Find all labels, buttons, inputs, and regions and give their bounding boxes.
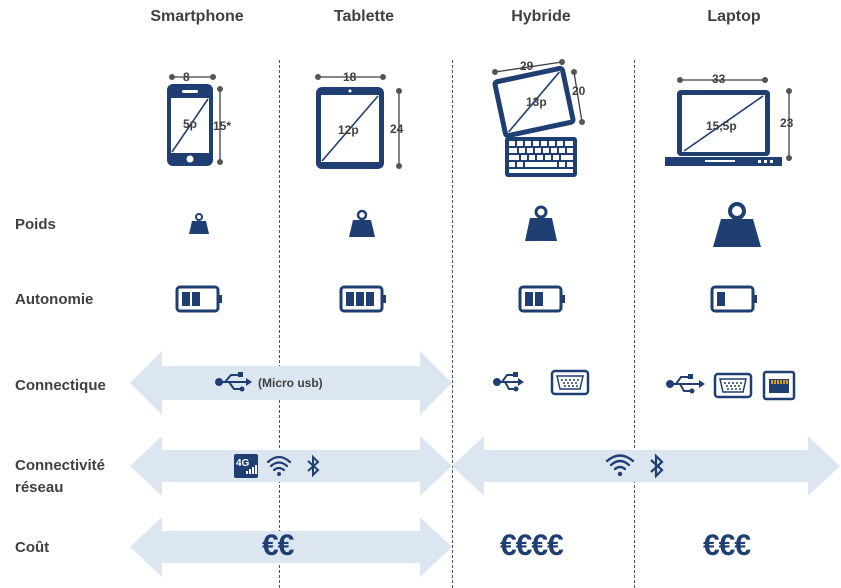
header-hybride: Hybride: [511, 8, 571, 25]
separator-3: [634, 60, 635, 588]
tablette-screen: 12p: [338, 123, 359, 137]
row-label-connectique: Connectique: [15, 377, 106, 394]
4g-label: 4G: [236, 458, 250, 469]
hybride-screen: 13p: [526, 95, 547, 109]
header-tablette: Tablette: [333, 8, 395, 25]
header-smartphone: Smartphone: [150, 8, 244, 25]
row-label-connectivite-line1: Connectivité: [15, 457, 106, 474]
cost-laptop: €€€: [703, 529, 751, 562]
smartphone-width: 8: [183, 70, 190, 84]
tablette-width: 18: [343, 70, 357, 84]
separator-1: [279, 60, 280, 588]
micro-usb-label: (Micro usb): [258, 376, 323, 390]
laptop-height: 23: [780, 116, 794, 130]
laptop-screen: 15,5p: [706, 119, 737, 133]
header-laptop: Laptop: [707, 8, 761, 25]
row-label-poids: Poids: [15, 216, 56, 233]
row-label-cout: Coût: [15, 539, 50, 556]
smartphone-screen: 5p: [183, 117, 198, 131]
tablette-height: 24: [390, 122, 404, 136]
row-label-autonomie: Autonomie: [15, 291, 94, 308]
row-label-connectivite: Connectivité réseau: [15, 455, 105, 499]
row-label-connectivite-line2: réseau: [15, 479, 64, 496]
cost-hybride: €€€€: [500, 529, 564, 562]
laptop-width: 33: [712, 72, 726, 86]
separator-2: [452, 60, 453, 588]
cost-mobile: €€: [262, 529, 294, 562]
smartphone-height: 15*: [213, 119, 232, 133]
hybride-width: 29: [520, 59, 534, 73]
hybride-height: 20: [572, 84, 586, 98]
